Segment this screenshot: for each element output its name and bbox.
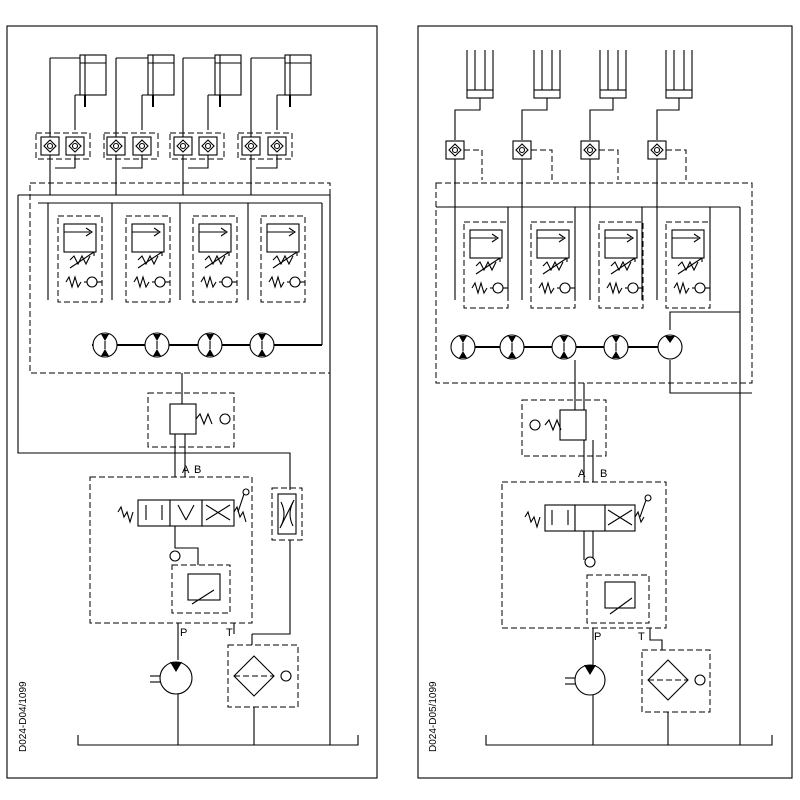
- cylinder-1: [79, 54, 107, 108]
- filter-left: [227, 634, 299, 745]
- port-p-left: P: [180, 627, 187, 639]
- right-drawing-frame: [417, 25, 793, 779]
- cylinder-2: [147, 54, 175, 108]
- right-hydraulic-diagram: [435, 49, 773, 746]
- cylinder-3: [214, 54, 242, 108]
- cylinder-4: [284, 54, 312, 108]
- tank-line-right: [485, 735, 773, 746]
- port-b-right: B: [600, 468, 607, 480]
- cylinder-r2: [533, 49, 561, 99]
- cylinder-r3: [599, 49, 627, 99]
- tank-line-left: [77, 735, 359, 746]
- drawing-code-left: D024-D04/1099: [18, 681, 29, 752]
- cylinder-r4: [665, 49, 693, 99]
- pump-right: [565, 664, 606, 745]
- port-a-left: A: [182, 464, 190, 476]
- port-t-left: T: [226, 627, 233, 639]
- port-t-right: T: [638, 631, 645, 643]
- left-drawing-frame: [6, 25, 378, 779]
- left-hydraulic-diagram: [17, 54, 359, 746]
- pump-left: [150, 661, 193, 745]
- port-p-right: P: [594, 631, 601, 643]
- cylinder-r1: [466, 49, 494, 99]
- drawing-code-right: D024-D05/1099: [428, 681, 439, 752]
- filter-right: [641, 649, 711, 745]
- port-a-right: A: [578, 468, 586, 480]
- directional-valve: [117, 488, 250, 527]
- port-b-left: B: [194, 464, 201, 476]
- check-valves-top: [35, 132, 293, 160]
